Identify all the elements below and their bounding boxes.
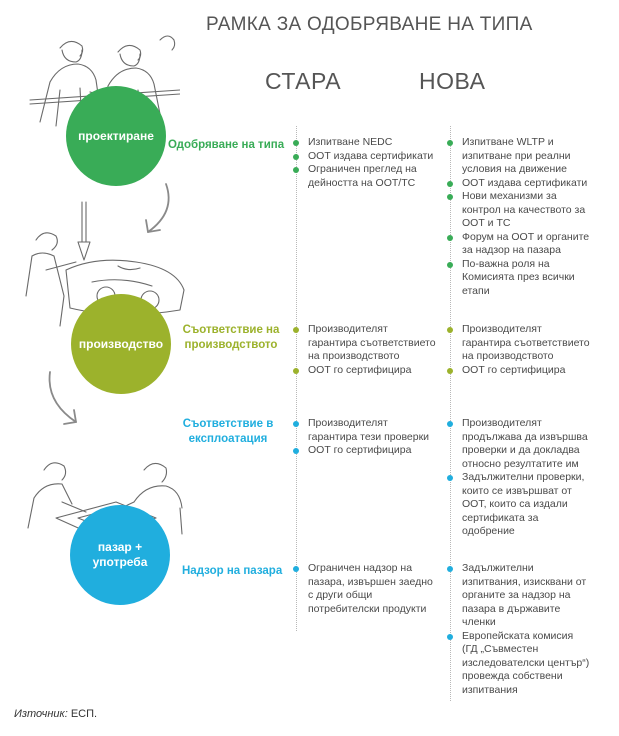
old-list-conformity-production: Производителят гарантира съответствието … [293,323,438,378]
bullet-dot [447,475,453,481]
bullet-dot [293,153,299,160]
list-item: ООТ го сертифицира [293,364,438,378]
bullet-dot [293,167,299,173]
bullet-dot [447,566,453,572]
old-list-in-service-conformity: Производителят гарантира тези проверки О… [293,417,438,458]
list-item: Европейската комисия (ГД „Съвместен изсл… [447,630,590,698]
source-note: Източник: ЕСП. [14,708,97,720]
list-item: ООТ го сертифицира [447,364,590,378]
bullet-dot [447,180,453,187]
list-item: Ограничен надзор на пазара, извършен зае… [293,562,438,616]
bullet-dot [447,234,453,241]
flow-arrow-1 [145,183,170,233]
flow-arrow-2 [48,371,77,425]
stage-label-conformity-production: Съответствие на производството [182,324,280,351]
new-list-type-approval: Изпитване WLTP и изпитване при реални ус… [447,136,590,299]
stage-label-in-service-conformity: Съответствие в експлоатация [182,418,274,445]
bullet-dot [293,140,299,146]
list-item: Задължителни изпитвания, изисквани от ор… [447,562,590,630]
column-header-old: СТАРА [265,68,342,94]
bullet-dot [293,421,299,427]
bullet-dot [447,261,453,268]
bullet-dot [447,327,453,333]
old-list-type-approval: Изпитване NEDC ООТ издава сертификати Ог… [293,136,438,190]
bullet-dot [293,448,299,454]
new-list-in-service-conformity: Производителят продължава да извършва пр… [447,417,590,539]
list-item: Форум на ООТ и органите за надзор на паз… [447,231,590,258]
list-item: ООТ издава сертификати [293,150,438,164]
stage-label-market-surveillance: Надзор на пазара [182,565,283,577]
list-item: Изпитване NEDC [293,136,438,150]
list-item: Производителят гарантира съответствието … [447,323,590,364]
bullet-dot [293,367,299,374]
bullet-dot [447,367,453,374]
phase-label-market-use: пазар + употреба [92,540,148,569]
phase-circle-production: производство [71,294,171,394]
list-item: Производителят гарантира съответствието … [293,323,438,364]
diagram-title: РАМКА ЗА ОДОБРЯВАНЕ НА ТИПА [206,14,533,35]
list-item: Нови механизми за контрол на качеството … [447,190,590,231]
phase-circle-market-use: пазар + употреба [70,505,170,605]
bullet-dot [447,140,453,146]
new-list-market-surveillance: Задължителни изпитвания, изисквани от ор… [447,562,590,698]
list-item: ООТ го сертифицира [293,444,438,458]
bullet-dot [293,327,299,333]
column-divider-old [296,126,297,631]
list-item: Задължителни проверки, които се извършва… [447,471,590,539]
bullet-dot [447,633,453,640]
column-divider-new [450,126,451,701]
column-header-new: НОВА [419,68,486,94]
list-item: ООТ издава сертификати [447,177,590,191]
old-list-market-surveillance: Ограничен надзор на пазара, извършен зае… [293,562,438,616]
phase-circle-design: проектиране [66,86,166,186]
bullet-dot [447,194,453,200]
bullet-dot [447,421,453,427]
list-item: Производителят гарантира тези проверки [293,417,438,444]
source-value: ЕСП. [70,708,98,720]
new-list-conformity-production: Производителят гарантира съответствието … [447,323,590,378]
list-item: Производителят продължава да извършва пр… [447,417,590,471]
list-item: Ограничен преглед на дейността на ООТ/ТС [293,163,438,190]
list-item: Изпитване WLTP и изпитване при реални ус… [447,136,590,177]
bullet-dot [293,566,299,572]
list-item: По-важна роля на Комисията през всички е… [447,258,590,299]
source-label: Източник: [14,708,68,720]
stage-label-type-approval: Одобряване на типа [168,139,285,151]
